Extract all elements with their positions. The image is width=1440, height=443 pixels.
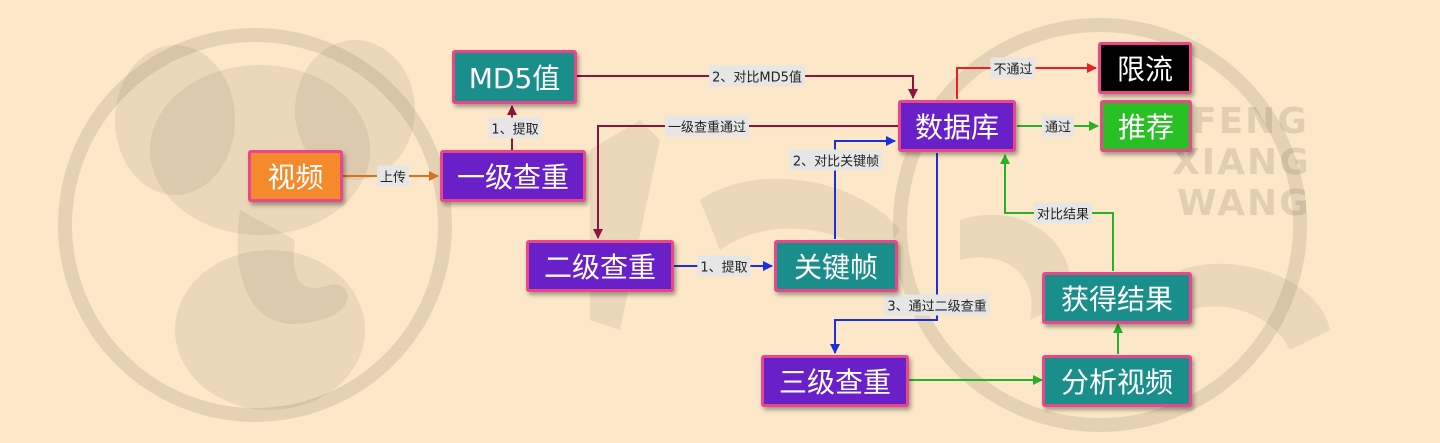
node-keyframe[interactable]: 关键帧 [774, 240, 898, 292]
edge-label-compare-result: 对比结果 [1033, 202, 1093, 224]
edge-label-upload: 上传 [376, 165, 410, 187]
node-level1-check[interactable]: 一级查重 [440, 150, 586, 202]
edge-fail [956, 63, 1097, 99]
node-get-result[interactable]: 获得结果 [1042, 272, 1192, 324]
edge-compare-md5 [577, 75, 918, 99]
node-video[interactable]: 视频 [248, 150, 343, 202]
watermark-elephant-ear-left [115, 45, 235, 195]
node-rate-limit[interactable]: 限流 [1098, 42, 1192, 94]
edge-label-compare-keyframe: 2、对比关键帧 [789, 149, 883, 171]
node-level2-check[interactable]: 二级查重 [526, 240, 674, 292]
edge-level1-pass [593, 125, 898, 239]
edge-label-extract-md5: 1、提取 [488, 117, 542, 139]
node-analyze-video[interactable]: 分析视频 [1042, 355, 1192, 407]
node-level3-check[interactable]: 三级查重 [761, 355, 909, 407]
watermark-brush-stroke-2 [700, 178, 900, 260]
node-database[interactable]: 数据库 [898, 100, 1016, 152]
watermark-seal-ring [58, 28, 452, 422]
watermark-text-line1: FENG [1192, 101, 1309, 142]
node-md5[interactable]: MD5值 [452, 50, 577, 104]
watermark-elephant-trunk [237, 210, 348, 324]
watermark-elephant-body [175, 250, 365, 410]
node-recommend[interactable]: 推荐 [1100, 100, 1192, 152]
edge-level2-pass [830, 153, 938, 354]
watermark-text-line2: XIANG [1172, 142, 1311, 183]
edge-label-pass: 通过 [1041, 115, 1075, 137]
edge-compare-keyframe [834, 136, 896, 239]
watermark-elephant-ear-right [295, 40, 415, 180]
edge-label-fail: 不通过 [990, 57, 1036, 79]
edge-label-compare-md5: 2、对比MD5值 [709, 65, 805, 87]
edge-label-level2-pass: 3、通过二级查重 [884, 294, 990, 316]
watermark-brush-stroke-4 [1180, 263, 1330, 350]
edge-label-level1-pass: 一级查重通过 [664, 115, 750, 137]
watermark-text-line3: WANG [1177, 183, 1311, 224]
edge-label-extract-keyframe: 1、提取 [697, 255, 751, 277]
watermark-seal-ring-right [893, 18, 1307, 432]
